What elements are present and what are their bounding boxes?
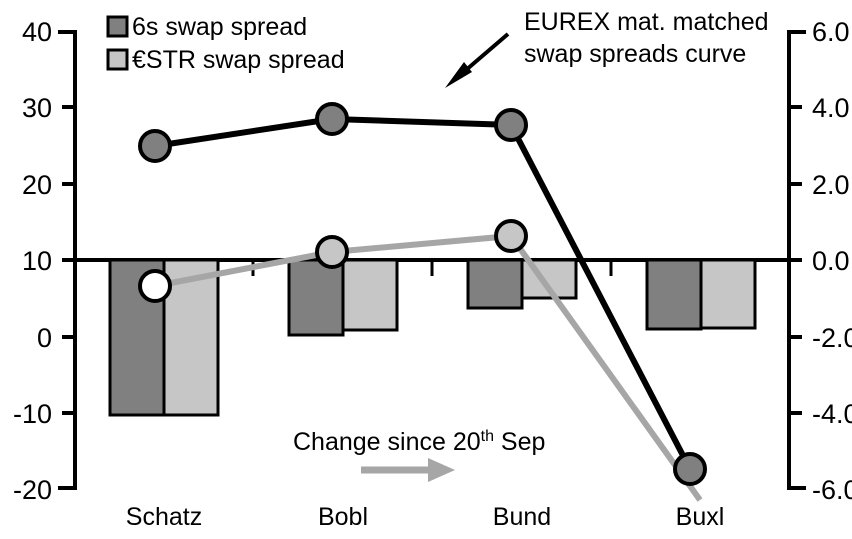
annotation-eurex-line1: EUREX mat. matched	[524, 8, 769, 36]
left-tick-label: -10	[13, 399, 52, 429]
annotation-change-before: Change since 20	[293, 428, 481, 456]
bar-group-bund	[466, 258, 578, 310]
right-axis	[787, 30, 806, 490]
bar-6s-bund	[466, 258, 524, 310]
annotation-eurex-line2: swap spreads curve	[524, 40, 746, 68]
right-tick-label: -6.0	[812, 475, 852, 505]
left-axis-tick-labels: 40 30 20 10 0 -10 -20	[13, 17, 52, 505]
line-marker-change-bund	[494, 219, 528, 253]
series-line-change-since	[138, 219, 703, 502]
legend-swatch-estr-swap-spread	[106, 48, 129, 71]
bar-estr-schatz	[162, 258, 220, 417]
legend: 6s swap spread €STR swap spread	[106, 13, 345, 74]
right-tick-label: 2.0	[812, 170, 850, 200]
line-marker-eurex-buxl	[673, 452, 707, 486]
legend-label-estr-swap-spread: €STR swap spread	[132, 46, 345, 74]
left-tick-label: -20	[13, 475, 52, 505]
right-tick-label: 4.0	[812, 93, 850, 123]
left-axis	[58, 30, 77, 490]
bar-6s-buxl	[645, 258, 703, 331]
bar-group-bobl	[287, 258, 399, 337]
bar-estr-bobl	[341, 258, 399, 332]
category-label-bund: Bund	[493, 503, 551, 531]
annotation-change-text: Change since 20th Sep	[293, 428, 545, 456]
annotation-change-sup: th	[481, 428, 494, 445]
category-ticks	[73, 260, 791, 276]
line-marker-eurex-bobl	[315, 102, 349, 136]
right-tick-label: 0.0	[812, 246, 850, 276]
annotation-arrow-icon	[445, 32, 510, 88]
line-marker-eurex-bund	[494, 108, 528, 142]
right-tick-label: -2.0	[812, 323, 852, 353]
category-label-bobl: Bobl	[318, 503, 368, 531]
category-label-schatz: Schatz	[126, 503, 202, 531]
right-axis-tick-labels: 6.0 4.0 2.0 0.0 -2.0 -4.0 -6.0	[812, 17, 852, 505]
category-labels: Schatz Bobl Bund Buxl	[126, 503, 725, 531]
bar-group-buxl	[645, 258, 757, 331]
right-tick-label: -4.0	[812, 399, 852, 429]
left-tick-label: 30	[22, 93, 52, 123]
left-tick-label: 20	[22, 170, 52, 200]
legend-swatch-6s-swap-spread	[106, 15, 129, 38]
annotation-right-arrow-icon	[361, 458, 455, 482]
left-tick-label: 0	[37, 323, 52, 353]
category-label-buxl: Buxl	[676, 503, 725, 531]
annotation-change-since: Change since 20th Sep	[293, 428, 545, 482]
series-line-eurex-curve	[138, 102, 707, 486]
line-marker-eurex-schatz	[138, 129, 172, 163]
left-tick-label: 40	[22, 17, 52, 47]
annotation-change-after: Sep	[494, 428, 545, 456]
line-marker-change-schatz	[138, 269, 172, 303]
left-tick-label: 10	[22, 246, 52, 276]
legend-label-6s-swap-spread: 6s swap spread	[132, 13, 307, 41]
line-marker-change-bobl	[315, 235, 349, 269]
bar-estr-buxl	[699, 258, 757, 330]
right-tick-label: 6.0	[812, 17, 850, 47]
annotation-eurex-curve: EUREX mat. matched swap spreads curve	[445, 8, 769, 88]
bar-6s-bobl	[287, 258, 345, 337]
